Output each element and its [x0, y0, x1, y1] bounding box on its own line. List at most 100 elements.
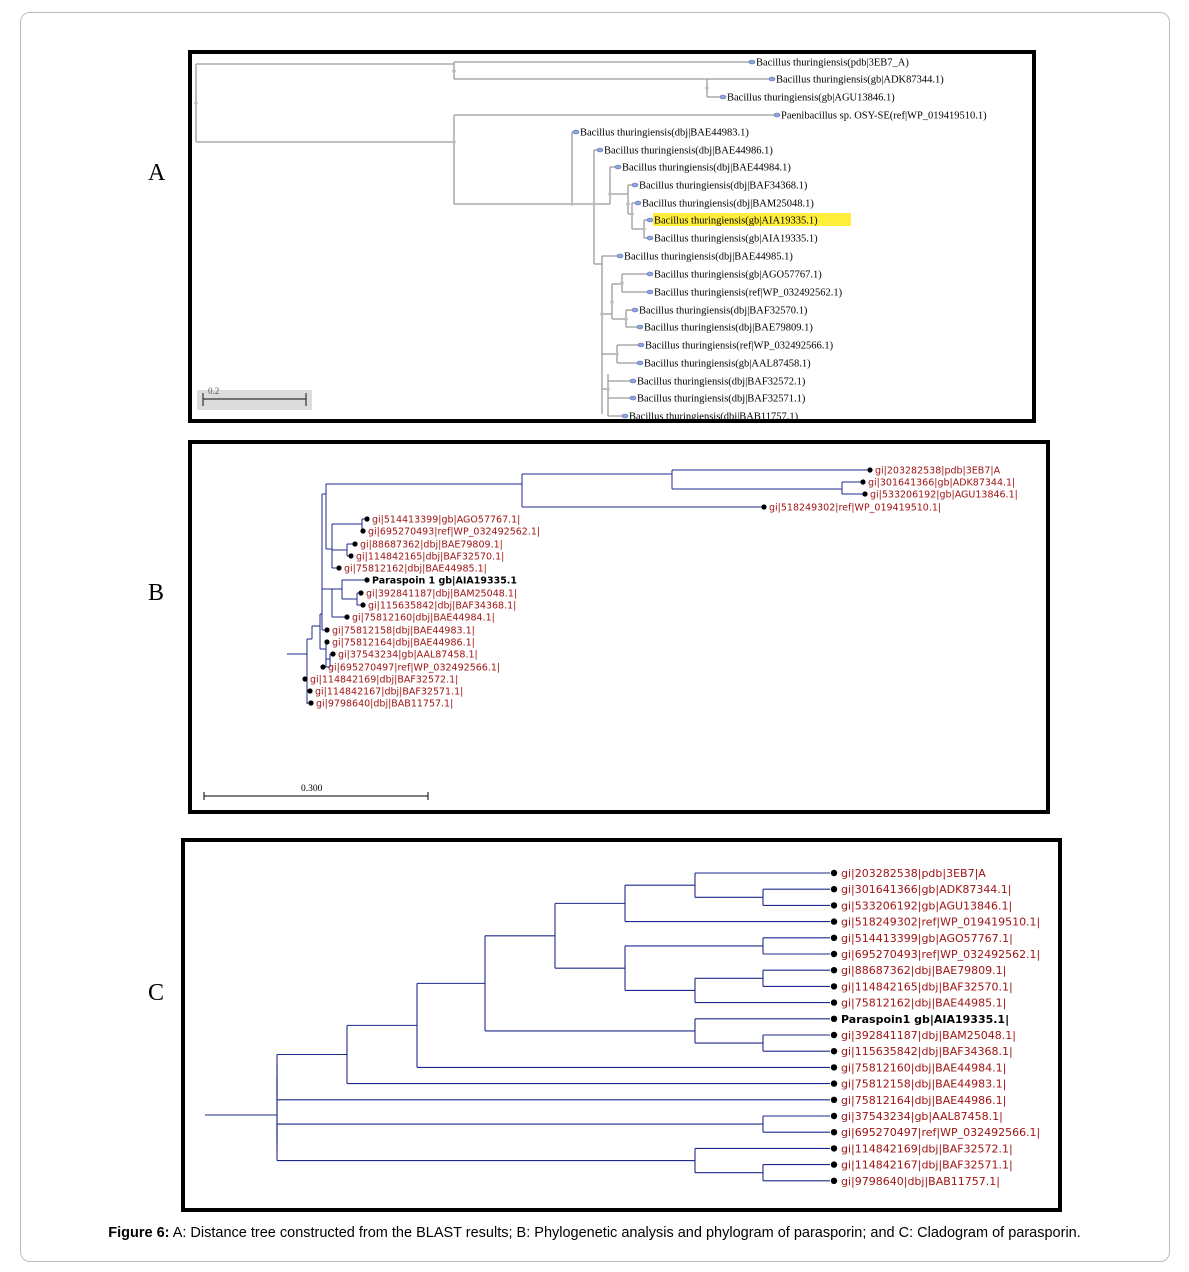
leaf-marker [748, 59, 756, 65]
leaf-marker [860, 479, 866, 485]
leaf-label: gi|518249302|ref|WP_019419510.1| [769, 503, 941, 514]
leaf-marker [621, 413, 629, 419]
leaf-label: Bacillus thuringiensis(ref|WP_032492566.… [645, 340, 834, 351]
leaf-label: Bacillus thuringiensis(dbj|BAF32571.1) [637, 393, 806, 404]
leaf-marker [830, 1080, 838, 1087]
tree-node [452, 69, 456, 73]
figure-frame [20, 12, 1170, 1262]
leaf-marker [320, 664, 326, 670]
leaf-marker [646, 289, 654, 295]
leaf-marker [830, 1015, 838, 1022]
leaf-label: gi|514413399|gb|AGO57767.1| [841, 932, 1013, 945]
leaf-marker [646, 271, 654, 277]
leaf-marker [634, 200, 642, 206]
leaf-label: gi|695270497|ref|WP_032492566.1| [841, 1126, 1040, 1139]
leaf-label: gi|392841187|dbj|BAM25048.1| [841, 1029, 1016, 1042]
leaf-marker [360, 528, 366, 534]
cladogram-svg: gi|203282538|pdb|3EB7|A gi|301641366|gb|A… [205, 867, 1040, 1188]
leaf-label: gi|392841187|dbj|BAM25048.1| [366, 589, 517, 600]
leaf-marker [636, 324, 644, 330]
leaf-label: gi|695270497|ref|WP_032492566.1| [328, 663, 500, 674]
leaf-label: gi|75812164|dbj|BAE44986.1| [332, 638, 475, 649]
leaf-marker [572, 129, 580, 135]
leaf-label: gi|518249302|ref|WP_019419510.1| [841, 916, 1040, 929]
leaf-marker [719, 94, 727, 100]
leaf-label: gi|75812162|dbj|BAE44985.1| [841, 997, 1006, 1010]
leaf-marker [830, 1145, 838, 1152]
leaf-label: Bacillus thuringiensis(dbj|BAM25048.1) [642, 198, 814, 209]
leaf-label: gi|301641366|gb|ADK87344.1| [868, 478, 1015, 489]
leaf-marker [830, 950, 838, 958]
leaf-marker [614, 164, 622, 170]
leaf-marker [830, 1129, 838, 1136]
scale-bar-label: 0.2 [208, 386, 219, 396]
scale-bar-label: 0.300 [301, 784, 323, 794]
leaf-label: gi|203282538|pdb|3EB7|A [841, 867, 986, 880]
figure-caption: Figure 6: A: Distance tree constructed f… [0, 1225, 1189, 1241]
tree-node [592, 202, 596, 206]
leaf-label: gi|114842165|dbj|BAF32570.1| [356, 552, 504, 563]
leaf-label: gi|114842169|dbj|BAF32572.1| [310, 675, 458, 686]
leaf-label: Bacillus thuringiensis(dbj|BAF32572.1) [637, 376, 806, 387]
leaf-marker [830, 918, 838, 925]
leaf-label: gi|88687362|dbj|BAE79809.1| [360, 540, 503, 551]
leaf-marker [629, 395, 637, 401]
tree-node [626, 202, 630, 206]
leaf-label: Bacillus thuringiensis(dbj|BAE44986.1) [604, 145, 773, 156]
leaf-marker [629, 378, 637, 384]
leaf-label: gi|37543234|gb|AAL87458.1| [841, 1110, 1003, 1123]
panel-label-c: C [148, 980, 165, 1006]
leaf-label: Bacillus thuringiensis(gb|AAL87458.1) [644, 358, 811, 369]
leaf-label: gi|75812164|dbj|BAE44986.1| [841, 1094, 1006, 1107]
leaf-label: Bacillus thuringiensis(dbj|BAE44983.1) [580, 127, 749, 138]
leaf-marker [302, 676, 308, 682]
leaf-marker [862, 491, 868, 497]
leaf-marker [631, 307, 639, 313]
leaf-label: Paraspoin 1 gb|AIA19335.1 [372, 576, 517, 587]
leaf-label: gi|75812160|dbj|BAE44984.1| [841, 1061, 1006, 1074]
leaf-marker [616, 253, 624, 259]
leaf-label: gi|695270493|ref|WP_032492562.1| [368, 527, 540, 538]
leaf-label: Bacillus thuringiensis(dbj|BAB11757.1) [629, 411, 799, 419]
panel-label-a: A [148, 160, 166, 186]
tree-node [610, 300, 614, 304]
leaf-marker [867, 467, 873, 473]
leaf-marker [768, 76, 776, 82]
leaf-marker [646, 235, 654, 241]
leaf-marker [830, 869, 838, 877]
leaf-marker [761, 504, 767, 510]
leaf-label: Bacillus thuringiensis(gb|ADK87344.1) [776, 74, 944, 85]
tree-node [194, 101, 198, 105]
leaf-marker [636, 360, 644, 366]
panel-c-cladogram: gi|203282538|pdb|3EB7|A gi|301641366|gb|A… [181, 838, 1062, 1212]
tree-node [630, 212, 634, 216]
leaf-label: gi|114842167|dbj|BAF32571.1| [315, 687, 463, 698]
leaf-marker [830, 1112, 838, 1120]
leaf-marker [830, 1031, 838, 1039]
leaf-label: Bacillus thuringiensis(dbj|BAF34368.1) [639, 180, 808, 191]
caption-label: Figure 6: [108, 1225, 170, 1241]
leaf-marker [830, 983, 838, 990]
leaf-label: gi|203282538|pdb|3EB7|A [875, 466, 1001, 477]
tree-node [615, 352, 619, 356]
leaf-label: gi|75812160|dbj|BAE44984.1| [352, 613, 495, 624]
leaf-marker [324, 639, 330, 645]
highlight-box [653, 213, 851, 226]
leaf-label: Bacillus thuringiensis(dbj|BAF32570.1) [639, 305, 808, 316]
leaf-label: gi|75812162|dbj|BAE44985.1| [344, 564, 487, 575]
leaf-label: Bacillus thuringiensis(gb|AIA19335.1) [654, 233, 818, 244]
leaf-label: gi|9798640|dbj|BAB11757.1| [316, 699, 453, 710]
leaf-label: Bacillus thuringiensis(dbj|BAE44984.1) [622, 162, 791, 173]
leaf-label: Bacillus thuringiensis(pdb|3EB7_A) [756, 57, 909, 68]
leaf-marker [830, 934, 838, 941]
leaf-label: gi|115635842|dbj|BAF34368.1| [841, 1045, 1013, 1058]
leaf-marker [307, 688, 313, 694]
leaf-marker [830, 1096, 838, 1103]
leaf-marker [830, 886, 838, 893]
leaf-label: gi|301641366|gb|ADK87344.1| [841, 883, 1012, 896]
leaf-marker [348, 553, 354, 559]
leaf-label: gi|533206192|gb|AGU13846.1| [841, 899, 1012, 912]
leaf-marker [344, 614, 350, 620]
caption-text: A: Distance tree constructed from the BL… [169, 1225, 1081, 1241]
